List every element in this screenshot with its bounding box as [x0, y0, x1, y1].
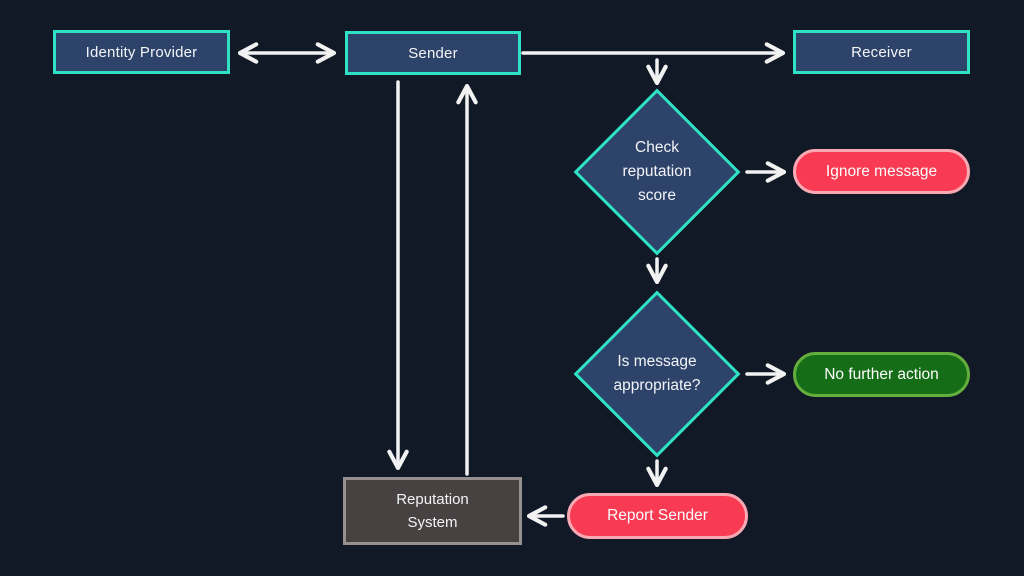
identity-provider-box: Identity Provider	[53, 30, 230, 74]
check-reputation-label: Check reputation score	[622, 139, 692, 204]
no-further-action-pill: No further action	[793, 352, 970, 397]
reputation-system-box: Reputation System	[343, 477, 522, 545]
is-message-appropriate-label: Is message appropriate?	[613, 353, 701, 394]
receiver-box: Receiver	[793, 30, 970, 74]
sender-box: Sender	[345, 31, 521, 75]
ignore-message-pill: Ignore message	[793, 149, 970, 194]
report-sender-pill: Report Sender	[567, 493, 748, 539]
